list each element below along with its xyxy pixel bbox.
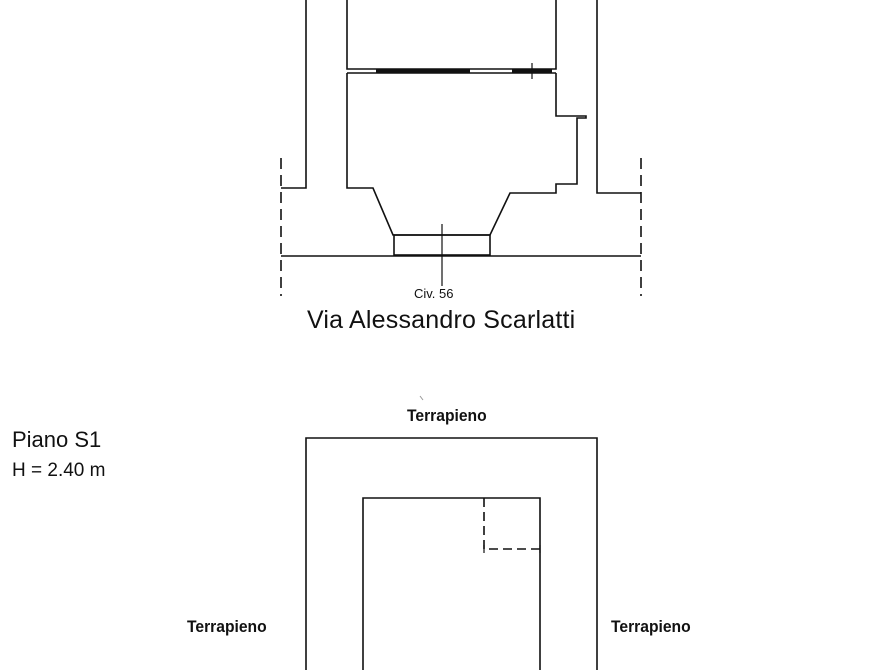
basement-room xyxy=(362,497,541,670)
left-outer-wall xyxy=(281,0,307,189)
basement-dashed-element xyxy=(483,498,540,550)
surround-right-label: Terrapieno xyxy=(611,617,691,636)
main-room xyxy=(346,73,587,236)
right-outer-wall xyxy=(596,0,641,194)
floor-height-label: H = 2.40 m xyxy=(12,460,106,481)
street-name-label: Via Alessandro Scarlatti xyxy=(307,306,576,334)
upper-room xyxy=(346,0,557,70)
surround-top-label: Terrapieno xyxy=(407,406,487,425)
civic-number-label: Civ. 56 xyxy=(414,286,454,301)
floor-label: Piano S1 xyxy=(12,427,102,452)
basement-outer-wall xyxy=(305,437,598,670)
surround-left-label: Terrapieno xyxy=(187,617,267,636)
